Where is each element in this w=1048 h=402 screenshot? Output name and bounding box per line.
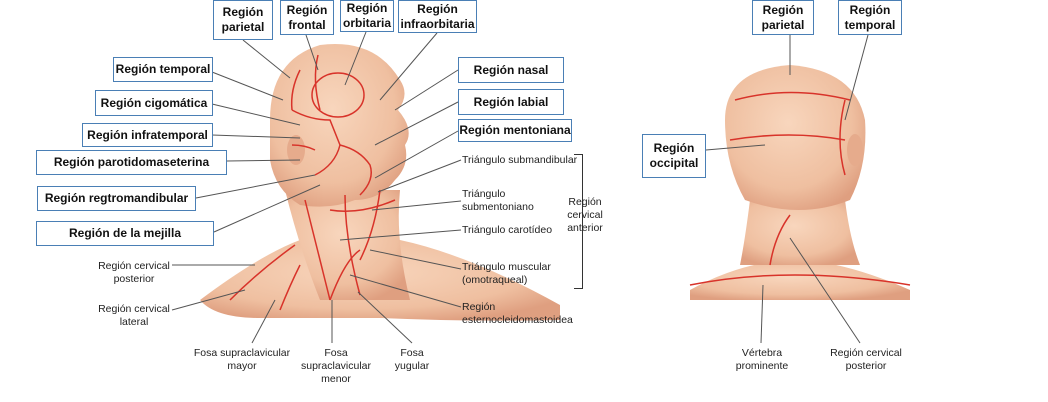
label-region-cervical-anterior: Región cervical anterior — [567, 196, 603, 234]
right-figure — [689, 65, 911, 300]
left-ear — [287, 135, 305, 165]
right-shoulders — [690, 262, 910, 300]
label-region-orbitaria: Región orbitaria — [340, 0, 394, 32]
right-ear — [847, 134, 863, 166]
label-fosa-yugular: Fosa yugular — [394, 347, 430, 372]
label-region-temporal-left: Región temporal — [113, 57, 213, 82]
label-region-infratemporal: Región infratemporal — [82, 123, 213, 147]
label-region-parietal-left: Región parietal — [213, 0, 273, 40]
label-triangulo-submentoniano: Triángulo submentoniano — [462, 188, 534, 213]
label-region-frontal: Región frontal — [280, 0, 334, 35]
label-region-cervical-posterior-left: Región cervical posterior — [98, 260, 170, 285]
right-neck — [740, 200, 860, 265]
left-region-lines — [229, 54, 396, 311]
left-neck — [285, 190, 410, 300]
label-region-mejilla: Región de la mejilla — [36, 221, 214, 246]
label-region-parotidomaseterina: Región parotidomaseterina — [36, 150, 227, 175]
label-region-occipital: Región occipital — [642, 134, 706, 178]
label-region-labial: Región labial — [458, 89, 564, 115]
label-region-cervical-lateral: Región cervical lateral — [98, 303, 170, 328]
label-fosa-supraclavicular-mayor: Fosa supraclavicular mayor — [193, 347, 291, 372]
label-triangulo-muscular: Triángulo muscular (omotraqueal) — [462, 261, 551, 286]
label-region-nasal: Región nasal — [458, 57, 564, 83]
label-region-mentoniana: Región mentoniana — [458, 119, 572, 142]
label-region-retromandibular: Región regtromandibular — [37, 186, 196, 211]
label-region-parietal-right: Región parietal — [752, 0, 814, 35]
right-region-lines — [689, 91, 911, 286]
label-region-cervical-posterior-right: Región cervical posterior — [830, 347, 902, 372]
label-triangulo-submandibular: Triángulo submandibular — [462, 154, 578, 166]
right-head — [725, 65, 866, 210]
label-fosa-supraclavicular-menor: Fosa supraclavicular menor — [300, 347, 372, 385]
label-triangulo-carotideo: Triángulo carotídeo — [462, 224, 553, 236]
cervical-anterior-bracket — [574, 154, 583, 289]
label-region-esternocleidomastoidea: Región esternocleidomastoidea — [462, 301, 573, 326]
leader-lines — [171, 31, 869, 344]
label-vertebra-prominente: Vértebra prominente — [735, 347, 789, 372]
left-head — [270, 44, 409, 207]
left-figure — [200, 44, 560, 321]
label-region-cigomatica: Región cigomática — [95, 90, 213, 116]
label-region-temporal-right: Región temporal — [838, 0, 902, 35]
label-region-infraorbitaria: Región infraorbitaria — [398, 0, 477, 33]
